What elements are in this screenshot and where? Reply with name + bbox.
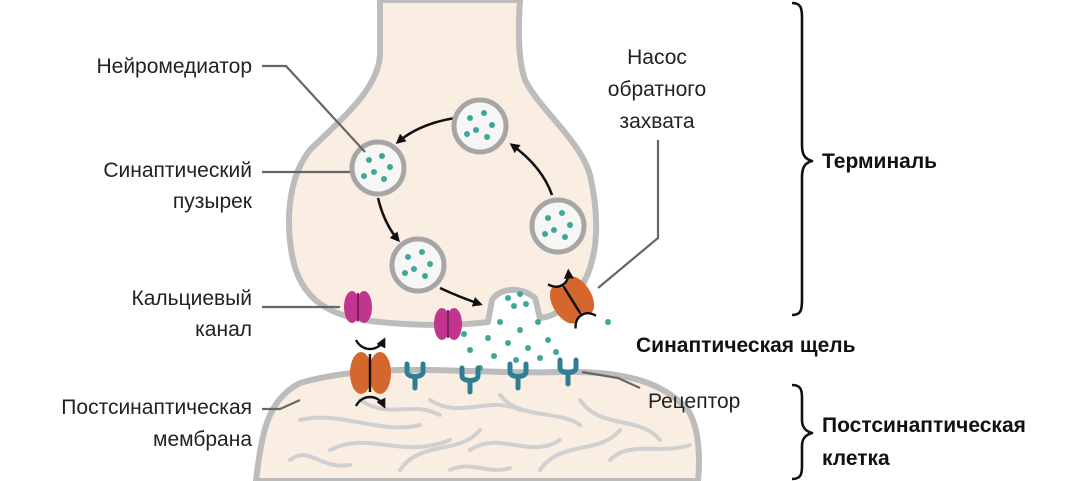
postsynaptic-fibers <box>288 393 692 472</box>
label-vesicle-line1: Синаптический <box>103 159 252 182</box>
cleft-neurotransmitters <box>461 319 611 371</box>
label-neurotransmitter: Нейромедиатор <box>96 55 252 78</box>
synaptic-vesicle <box>451 97 509 155</box>
region-postcell-line2: клетка <box>822 447 890 470</box>
region-terminal: Терминаль <box>822 150 937 173</box>
label-pump-line1: Насос <box>627 46 687 69</box>
label-pump-line3: захвата <box>619 110 694 133</box>
reuptake-pump <box>547 268 597 329</box>
label-receptor: Рецептор <box>648 390 740 413</box>
presynaptic-terminal <box>286 0 600 328</box>
region-postcell-line1: Постсинаптическая <box>822 414 1026 437</box>
receptor <box>507 361 529 391</box>
calcium-channel <box>434 308 462 340</box>
receptor <box>557 357 579 387</box>
vesicle-cycle-arrows <box>376 116 554 307</box>
label-postmembrane-line1: Постсинаптическая <box>61 396 252 419</box>
label-calcium-line1: Кальциевый <box>131 287 252 310</box>
label-pump-line2: обратного <box>608 78 706 101</box>
label-calcium-line2: канал <box>195 318 252 341</box>
postsynaptic-transporter <box>350 337 391 409</box>
synaptic-vesicle <box>389 236 447 294</box>
leader-lines <box>262 64 660 411</box>
region-cleft: Синаптическая щель <box>636 334 856 357</box>
synaptic-vesicle <box>529 197 587 255</box>
synaptic-vesicle <box>349 139 407 197</box>
fusing-vesicle-neurotransmitters <box>505 291 529 309</box>
label-postmembrane-line2: мембрана <box>153 428 252 451</box>
label-vesicle-line2: пузырек <box>173 190 253 213</box>
receptor <box>404 361 426 391</box>
calcium-channel <box>344 291 372 323</box>
receptor <box>459 365 481 395</box>
terminal-bracket <box>791 1 814 317</box>
postcell-bracket <box>791 383 814 481</box>
